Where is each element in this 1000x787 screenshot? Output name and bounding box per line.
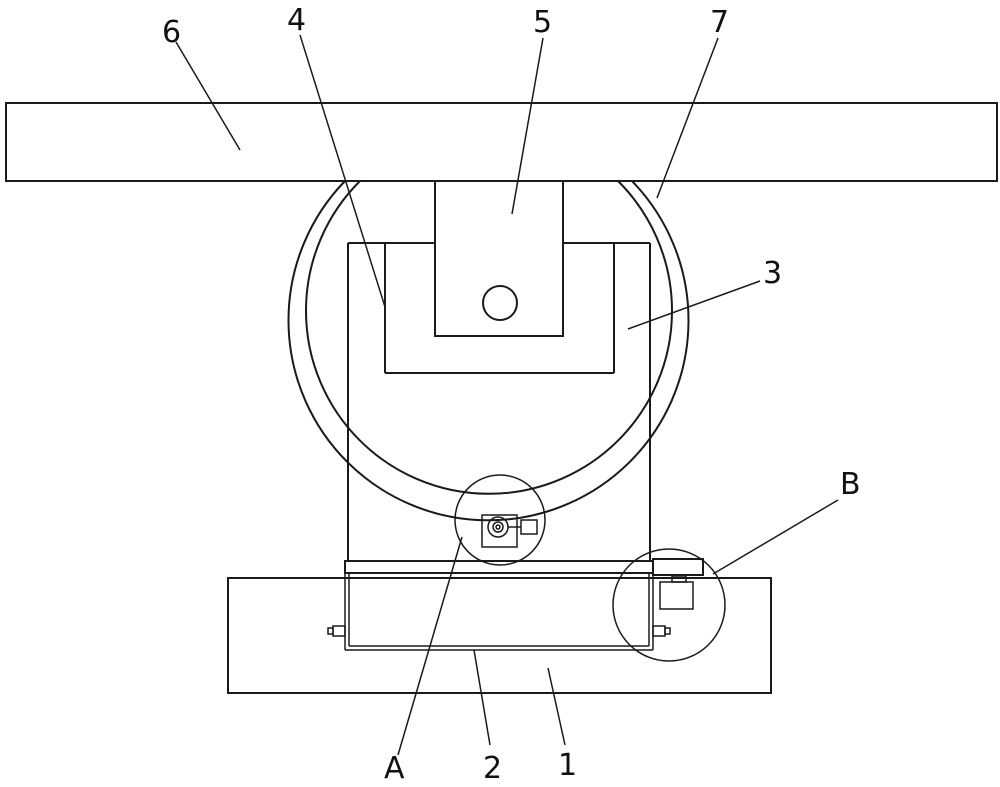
base-1 bbox=[227, 577, 772, 694]
bracket-hole bbox=[482, 285, 518, 321]
label-4: 4 bbox=[287, 3, 306, 38]
inner-block-4 bbox=[384, 243, 615, 374]
label-6: 6 bbox=[162, 15, 181, 50]
detail-circle-b bbox=[612, 548, 726, 662]
label-7: 7 bbox=[710, 5, 729, 40]
leader-lines bbox=[175, 34, 839, 756]
left-clip bbox=[327, 625, 346, 637]
detail-a-roller bbox=[481, 514, 538, 548]
ring-7 bbox=[287, 180, 690, 522]
label-2: 2 bbox=[483, 751, 502, 786]
label-a: A bbox=[384, 751, 405, 786]
label-3: 3 bbox=[763, 256, 782, 291]
column-body-3 bbox=[347, 242, 651, 560]
label-b: B bbox=[840, 467, 861, 502]
right-clip bbox=[652, 625, 671, 637]
top-plate-6 bbox=[5, 102, 998, 182]
label-1: 1 bbox=[558, 748, 577, 783]
label-5: 5 bbox=[533, 5, 552, 40]
bracket-5 bbox=[434, 180, 564, 337]
detail-b-latch bbox=[652, 558, 704, 610]
detail-circle-a bbox=[454, 474, 546, 566]
